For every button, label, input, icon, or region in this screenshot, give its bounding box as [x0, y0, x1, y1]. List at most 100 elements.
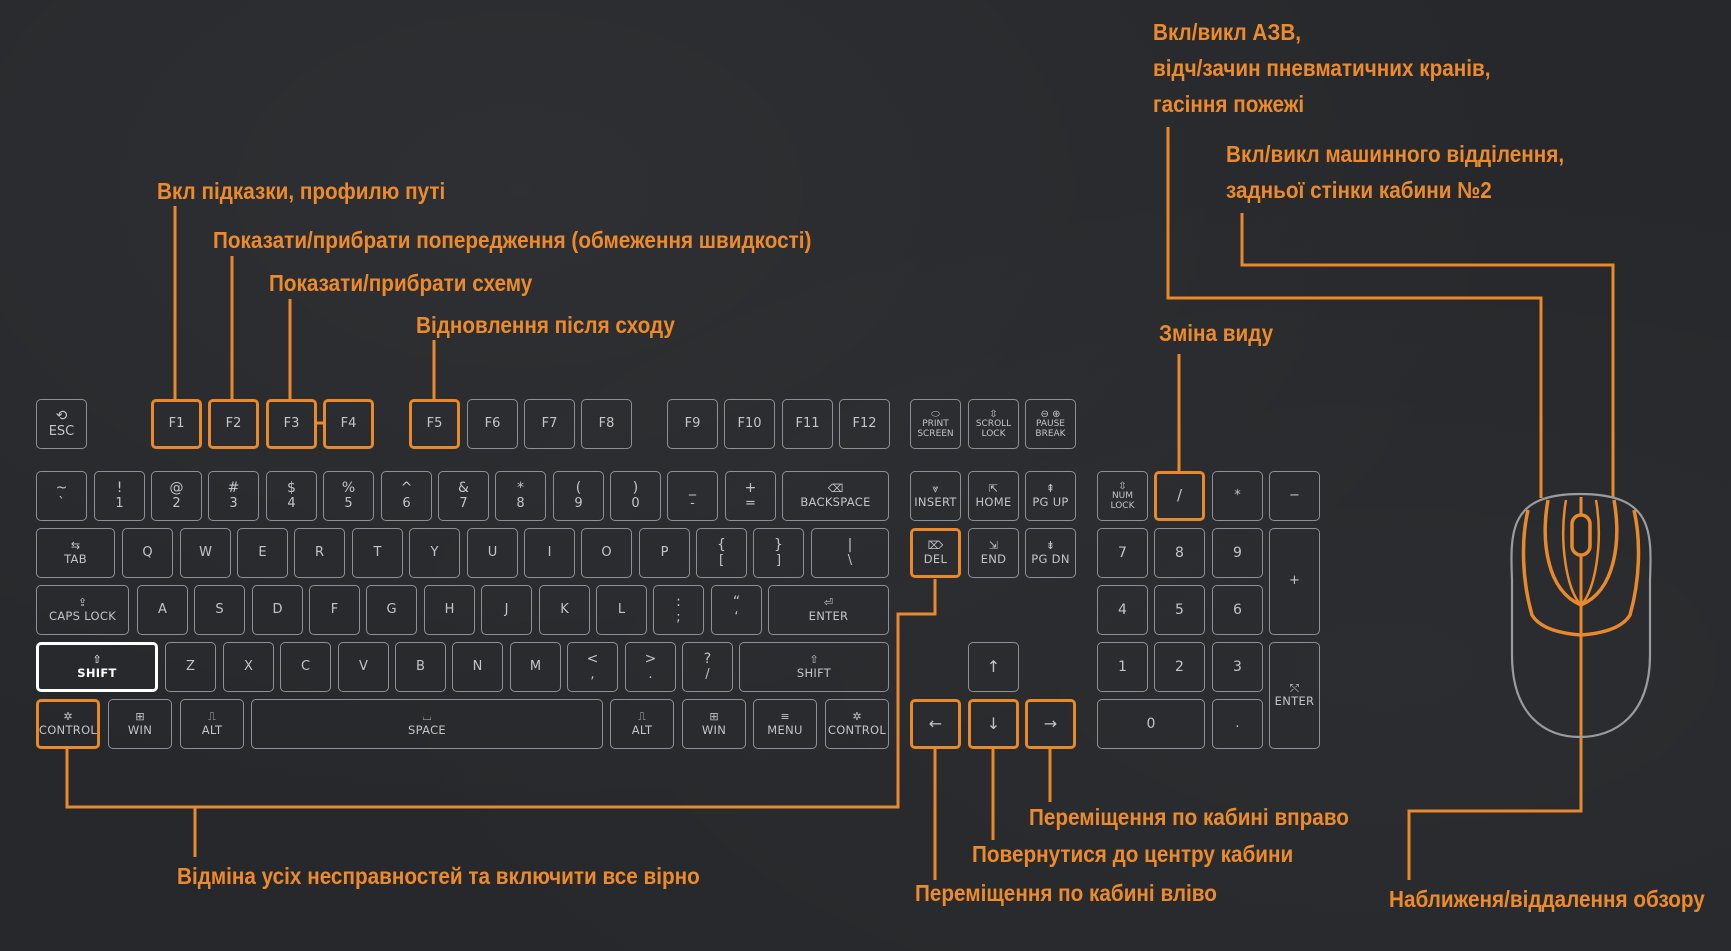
key-2[interactable]: @2: [151, 471, 202, 521]
key-numpad-5[interactable]: 5: [1154, 585, 1205, 635]
key-1[interactable]: !1: [94, 471, 145, 521]
key-g[interactable]: G: [366, 585, 417, 635]
key-3[interactable]: #3: [208, 471, 259, 521]
key-f5[interactable]: F5: [409, 399, 460, 449]
key-numpad-multiply[interactable]: *: [1212, 471, 1263, 521]
key-j[interactable]: J: [481, 585, 532, 635]
key-i[interactable]: I: [524, 528, 575, 578]
key-numpad-enter[interactable]: ⤲ ENTER: [1269, 642, 1320, 749]
key-numpad-minus[interactable]: −: [1269, 471, 1320, 521]
key-f[interactable]: F: [309, 585, 360, 635]
key-y[interactable]: Y: [409, 528, 460, 578]
key-enter[interactable]: ⏎ ENTER: [768, 585, 889, 635]
key-win-left[interactable]: ⊞ WIN: [108, 699, 172, 749]
key-f2[interactable]: F2: [208, 399, 259, 449]
key-equals[interactable]: +=: [725, 471, 776, 521]
key-arrow-down[interactable]: ↓: [968, 699, 1019, 749]
key-pause-break[interactable]: ⊖ ⊕ PAUSE BREAK: [1025, 399, 1076, 449]
key-numpad-8[interactable]: 8: [1154, 528, 1205, 578]
key-caps-lock[interactable]: ⇪ CAPS LOCK: [36, 585, 129, 635]
key-numpad-0[interactable]: 0: [1097, 699, 1205, 749]
key-f12[interactable]: F12: [839, 399, 890, 449]
key-f6[interactable]: F6: [467, 399, 518, 449]
key-f7[interactable]: F7: [524, 399, 575, 449]
key-0[interactable]: )0: [610, 471, 661, 521]
key-numpad-6[interactable]: 6: [1212, 585, 1263, 635]
key-p[interactable]: P: [639, 528, 690, 578]
key-d[interactable]: D: [252, 585, 303, 635]
key-9[interactable]: (9: [553, 471, 604, 521]
key-q[interactable]: Q: [122, 528, 173, 578]
key-page-up[interactable]: ⇞ PG UP: [1025, 471, 1076, 521]
key-scroll-lock[interactable]: ⇳ SCROLL LOCK: [968, 399, 1019, 449]
key-z[interactable]: Z: [165, 642, 216, 692]
key-m[interactable]: M: [510, 642, 561, 692]
key-5[interactable]: %5: [323, 471, 374, 521]
key-left-bracket[interactable]: {[: [696, 528, 747, 578]
key-l[interactable]: L: [596, 585, 647, 635]
key-n[interactable]: N: [452, 642, 503, 692]
key-e[interactable]: E: [237, 528, 288, 578]
key-a[interactable]: A: [137, 585, 188, 635]
key-numpad-3[interactable]: 3: [1212, 642, 1263, 692]
key-home[interactable]: ⇱ HOME: [968, 471, 1019, 521]
key-control-left[interactable]: ✲ CONTROL: [36, 699, 100, 749]
key-print-screen[interactable]: ⬭ PRINT SCREEN: [910, 399, 961, 449]
key-esc[interactable]: ⟲ ESC: [36, 399, 87, 449]
key-period[interactable]: >.: [625, 642, 676, 692]
key-backspace[interactable]: ⌫ BACKSPACE: [782, 471, 889, 521]
key-arrow-left[interactable]: ←: [910, 699, 961, 749]
key-f9[interactable]: F9: [667, 399, 718, 449]
key-o[interactable]: O: [581, 528, 632, 578]
key-f3[interactable]: F3: [266, 399, 317, 449]
key-tilde[interactable]: ~`: [36, 471, 87, 521]
key-numpad-9[interactable]: 9: [1212, 528, 1263, 578]
key-t[interactable]: T: [352, 528, 403, 578]
key-numpad-7[interactable]: 7: [1097, 528, 1148, 578]
key-page-down[interactable]: ⇟ PG DN: [1025, 528, 1076, 578]
key-shift-left[interactable]: ⇧ SHIFT: [36, 642, 158, 692]
key-u[interactable]: U: [467, 528, 518, 578]
key-f11[interactable]: F11: [782, 399, 833, 449]
key-alt-left[interactable]: ⎍ ALT: [180, 699, 244, 749]
key-s[interactable]: S: [194, 585, 245, 635]
key-8[interactable]: *8: [495, 471, 546, 521]
key-h[interactable]: H: [424, 585, 475, 635]
key-4[interactable]: $4: [266, 471, 317, 521]
key-quote[interactable]: “‘: [711, 585, 762, 635]
key-numpad-1[interactable]: 1: [1097, 642, 1148, 692]
key-numpad-4[interactable]: 4: [1097, 585, 1148, 635]
key-tab[interactable]: ⇆ TAB: [36, 528, 115, 578]
key-f10[interactable]: F10: [724, 399, 775, 449]
key-numpad-plus[interactable]: +: [1269, 528, 1320, 635]
key-insert[interactable]: ⩔ INSERT: [910, 471, 961, 521]
key-comma[interactable]: <,: [567, 642, 618, 692]
key-v[interactable]: V: [338, 642, 389, 692]
key-arrow-up[interactable]: ↑: [968, 642, 1019, 692]
key-menu[interactable]: ≡ MENU: [753, 699, 817, 749]
key-space[interactable]: ⌴ SPACE: [251, 699, 603, 749]
key-numpad-2[interactable]: 2: [1154, 642, 1205, 692]
key-w[interactable]: W: [180, 528, 231, 578]
key-f8[interactable]: F8: [581, 399, 632, 449]
key-backslash[interactable]: |\: [811, 528, 889, 578]
key-k[interactable]: K: [539, 585, 590, 635]
key-c[interactable]: C: [280, 642, 331, 692]
key-x[interactable]: X: [223, 642, 274, 692]
key-semicolon[interactable]: :;: [653, 585, 704, 635]
key-control-right[interactable]: ✲ CONTROL: [825, 699, 889, 749]
key-6[interactable]: ^6: [381, 471, 432, 521]
key-minus[interactable]: _-: [667, 471, 718, 521]
key-end[interactable]: ⇲ END: [968, 528, 1019, 578]
key-shift-right[interactable]: ⇧ SHIFT: [739, 642, 889, 692]
key-numpad-divide[interactable]: /: [1154, 471, 1205, 521]
key-7[interactable]: &7: [438, 471, 489, 521]
key-b[interactable]: B: [395, 642, 446, 692]
key-f4[interactable]: F4: [323, 399, 374, 449]
key-r[interactable]: R: [294, 528, 345, 578]
key-f1[interactable]: F1: [151, 399, 202, 449]
key-arrow-right[interactable]: →: [1025, 699, 1076, 749]
key-win-right[interactable]: ⊞ WIN: [682, 699, 746, 749]
key-num-lock[interactable]: ⇳ NUM LOCK: [1097, 471, 1148, 521]
key-numpad-dot[interactable]: .: [1212, 699, 1263, 749]
